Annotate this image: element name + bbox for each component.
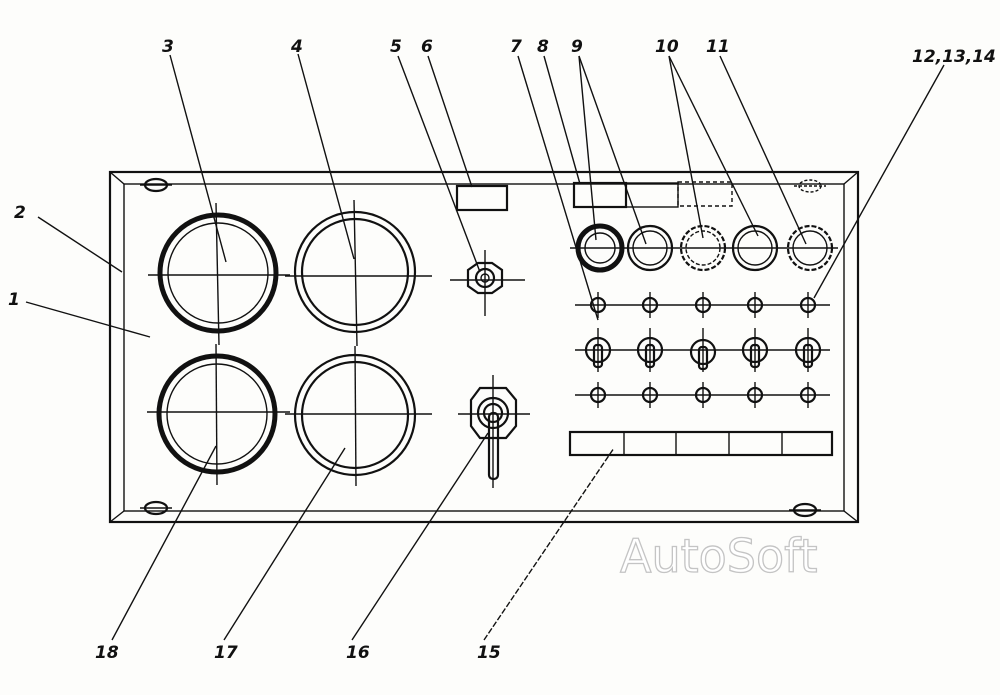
- indicator-window: [677, 181, 733, 207]
- mounting-screw-icon: [140, 177, 172, 193]
- toggle-switch-icon: [794, 328, 822, 372]
- gauge-icon: [147, 343, 290, 486]
- toggle-switch-icon: [636, 328, 664, 372]
- label-10: 10: [655, 37, 679, 57]
- small-indicator-icon: [694, 382, 712, 408]
- label-7: 7: [510, 37, 522, 57]
- small-indicator-icon: [589, 292, 607, 318]
- gauge-icon: [285, 345, 432, 487]
- indicator-window: [455, 184, 509, 212]
- toggle-switch-icon: [689, 328, 717, 372]
- leader-lines: [25, 53, 945, 641]
- label-6: 6: [421, 37, 433, 57]
- watermark: AutoSoft: [620, 529, 818, 583]
- small-indicator-icon: [589, 382, 607, 408]
- small-indicator-icon: [641, 382, 659, 408]
- small-indicator-icon: [746, 292, 764, 318]
- label-18: 18: [95, 643, 119, 663]
- label-11: 11: [706, 37, 730, 57]
- small-indicator-icon: [799, 292, 817, 318]
- label-16: 16: [346, 643, 370, 663]
- mounting-screw-icon: [789, 502, 821, 518]
- toggle-switch-icon: [741, 328, 769, 372]
- small-indicator-icon: [799, 382, 817, 408]
- label-12-13-14: 12,13,14: [912, 47, 996, 67]
- small-indicator-icon: [694, 292, 712, 318]
- hex-nut-icon: [450, 250, 525, 316]
- small-indicator-icon: [641, 292, 659, 318]
- mounting-screw-icon: [794, 179, 826, 193]
- label-9: 9: [571, 37, 583, 57]
- small-indicator-icon: [746, 382, 764, 408]
- label-17: 17: [214, 643, 238, 663]
- mounting-screw-icon: [140, 500, 172, 516]
- gauge-icon: [148, 202, 290, 346]
- panel-frame: [108, 170, 860, 524]
- label-2: 2: [14, 203, 26, 223]
- label-3: 3: [162, 37, 174, 57]
- label-5: 5: [390, 37, 402, 57]
- label-8: 8: [537, 37, 549, 57]
- key-switch-icon: [458, 375, 530, 488]
- toggle-switch-icon: [584, 328, 612, 372]
- label-4: 4: [290, 37, 303, 57]
- label-1: 1: [8, 290, 20, 310]
- gauge-icon: [285, 199, 432, 347]
- fuse-block-icon: [568, 430, 834, 457]
- label-15: 15: [477, 643, 501, 663]
